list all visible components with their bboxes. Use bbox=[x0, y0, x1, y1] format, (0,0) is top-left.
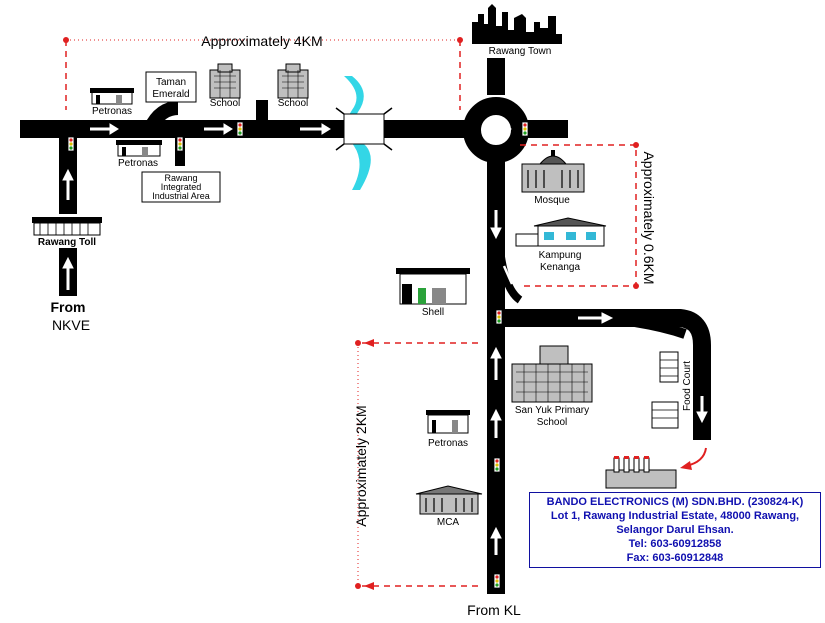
label-industrial-2: Integrated bbox=[161, 182, 202, 192]
label-school-1: School bbox=[210, 98, 241, 109]
label-food-court: Food Court bbox=[682, 361, 693, 411]
building-icon bbox=[515, 217, 607, 247]
company-tel: Tel: 603-60912858 bbox=[628, 538, 722, 550]
company-address-1: Lot 1, Rawang Industrial Estate, 48000 R… bbox=[550, 510, 800, 522]
label-school-2: School bbox=[278, 98, 309, 109]
company-address-2: Selangor Darul Ehsan. bbox=[616, 524, 734, 536]
company-name: BANDO ELECTRONICS (M) SDN.BHD. (230824-K… bbox=[546, 496, 804, 508]
distance-label-top: Approximately 4KM bbox=[201, 33, 322, 49]
label-mca: MCA bbox=[437, 517, 460, 528]
road-arrow-icon bbox=[62, 123, 708, 555]
petrol-station-icon bbox=[426, 410, 470, 434]
label-industrial-3: Industrial Area bbox=[152, 191, 210, 201]
petrol-station-icon bbox=[90, 88, 134, 105]
taman-emerald-sign bbox=[145, 71, 197, 103]
label-san-yuk-1: San Yuk Primary bbox=[515, 405, 589, 416]
label-industrial-1: Rawang bbox=[164, 173, 197, 183]
label-rawang-town: Rawang Town bbox=[489, 46, 552, 57]
label-san-yuk-2: School bbox=[537, 417, 568, 428]
mosque-icon bbox=[521, 150, 585, 193]
label-petronas-south: Petronas bbox=[428, 438, 468, 449]
building-icon bbox=[511, 345, 593, 403]
distance-label-right: Approximately 0.6KM bbox=[641, 151, 657, 284]
river bbox=[344, 76, 371, 190]
label-taman-emerald-1: Taman bbox=[156, 77, 186, 88]
building-icon bbox=[651, 351, 679, 429]
industrial-area-sign bbox=[141, 171, 221, 203]
label-from-nkve-2: NKVE bbox=[52, 317, 90, 333]
label-kampung-2: Kenanga bbox=[540, 262, 580, 273]
distance-label-left: Approximately 2KM bbox=[353, 405, 369, 526]
petrol-station-icon bbox=[396, 268, 470, 305]
distance-marker-left bbox=[355, 339, 478, 590]
building-icon bbox=[277, 63, 309, 99]
label-petronas-top: Petronas bbox=[92, 106, 132, 117]
distance-marker-top bbox=[63, 37, 463, 110]
label-taman-emerald-2: Emerald bbox=[152, 89, 189, 100]
building-icon bbox=[415, 485, 483, 515]
traffic-light-icon bbox=[67, 121, 529, 589]
factory-icon bbox=[605, 456, 677, 489]
petrol-station-icon bbox=[116, 140, 162, 157]
label-rawang-toll: Rawang Toll bbox=[38, 237, 96, 248]
pointer-arrow-icon bbox=[680, 447, 707, 470]
company-info-box: BANDO ELECTRONICS (M) SDN.BHD. (230824-K… bbox=[529, 492, 821, 568]
building-icon bbox=[209, 63, 241, 99]
distance-marker-right bbox=[520, 142, 639, 289]
label-from-kl: From KL bbox=[467, 602, 521, 618]
company-fax: Fax: 603-60912848 bbox=[626, 552, 724, 564]
label-petronas-lower: Petronas bbox=[118, 158, 158, 169]
label-kampung-1: Kampung bbox=[539, 250, 582, 261]
label-mosque: Mosque bbox=[534, 195, 570, 206]
bridge-icon bbox=[335, 107, 393, 151]
label-shell: Shell bbox=[422, 307, 444, 318]
skyline-icon bbox=[472, 4, 562, 44]
toll-icon bbox=[32, 217, 102, 236]
label-from-nkve-1: From bbox=[51, 299, 86, 315]
